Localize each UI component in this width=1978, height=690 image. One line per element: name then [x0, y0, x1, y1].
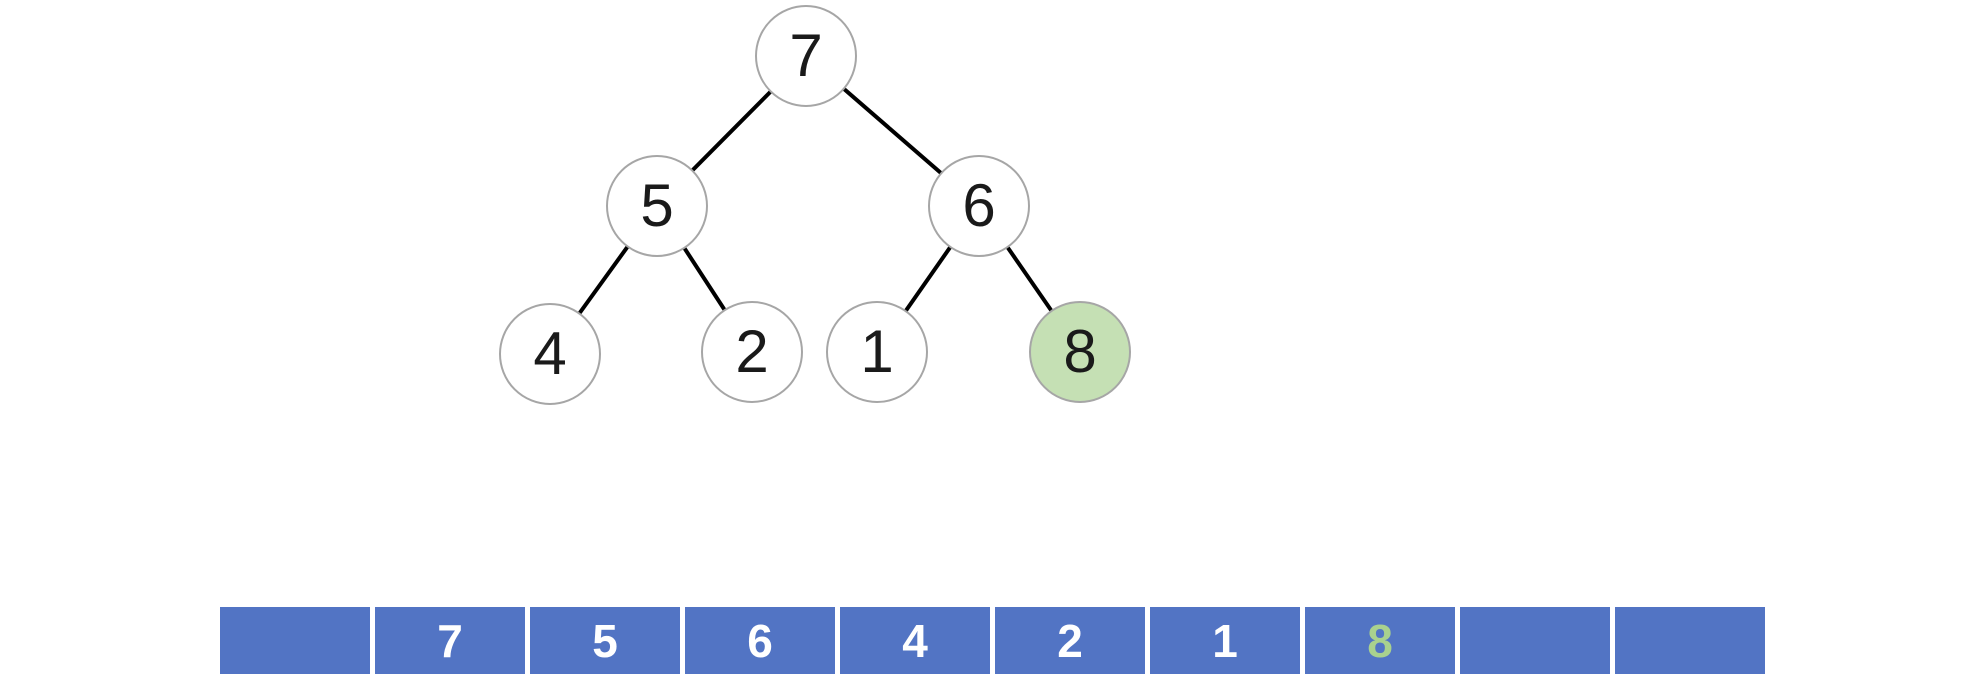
array-cell-value: 4: [902, 614, 928, 667]
tree-node-8: 8: [1029, 301, 1131, 403]
tree-node-2: 2: [701, 301, 803, 403]
array-cell-3: 6: [685, 607, 835, 674]
tree-node-5: 5: [606, 155, 708, 257]
array-cell-value: 8: [1367, 614, 1393, 667]
array-cell-8: [1460, 607, 1610, 674]
tree-node-value: 5: [640, 172, 674, 239]
array-cell-0: [220, 607, 370, 674]
array-row: 7 5 6 4 2 1 8: [220, 607, 1765, 674]
tree-node-4: 4: [499, 303, 601, 405]
array-cell-value: 6: [747, 614, 773, 667]
tree-node-value: 6: [962, 172, 996, 239]
array-cell-4: 4: [840, 607, 990, 674]
array-cell-9: [1615, 607, 1765, 674]
array-cell-value: 1: [1212, 614, 1238, 667]
tree-node-value: 7: [789, 22, 823, 89]
tree-node-value: 1: [860, 318, 894, 385]
tree-node-7: 7: [755, 5, 857, 107]
tree-node-value: 2: [735, 318, 769, 385]
array-cell-7: 8: [1305, 607, 1455, 674]
array-cell-2: 5: [530, 607, 680, 674]
array-cell-5: 2: [995, 607, 1145, 674]
array-cell-value: 5: [592, 614, 618, 667]
array-cell-1: 7: [375, 607, 525, 674]
tree-node-value: 4: [533, 320, 567, 387]
array-cell-value: 2: [1057, 614, 1083, 667]
array-cell-6: 1: [1150, 607, 1300, 674]
tree-node-value: 8: [1063, 318, 1097, 385]
tree-node-6: 6: [928, 155, 1030, 257]
tree-node-1: 1: [826, 301, 928, 403]
array-cell-value: 7: [437, 614, 463, 667]
